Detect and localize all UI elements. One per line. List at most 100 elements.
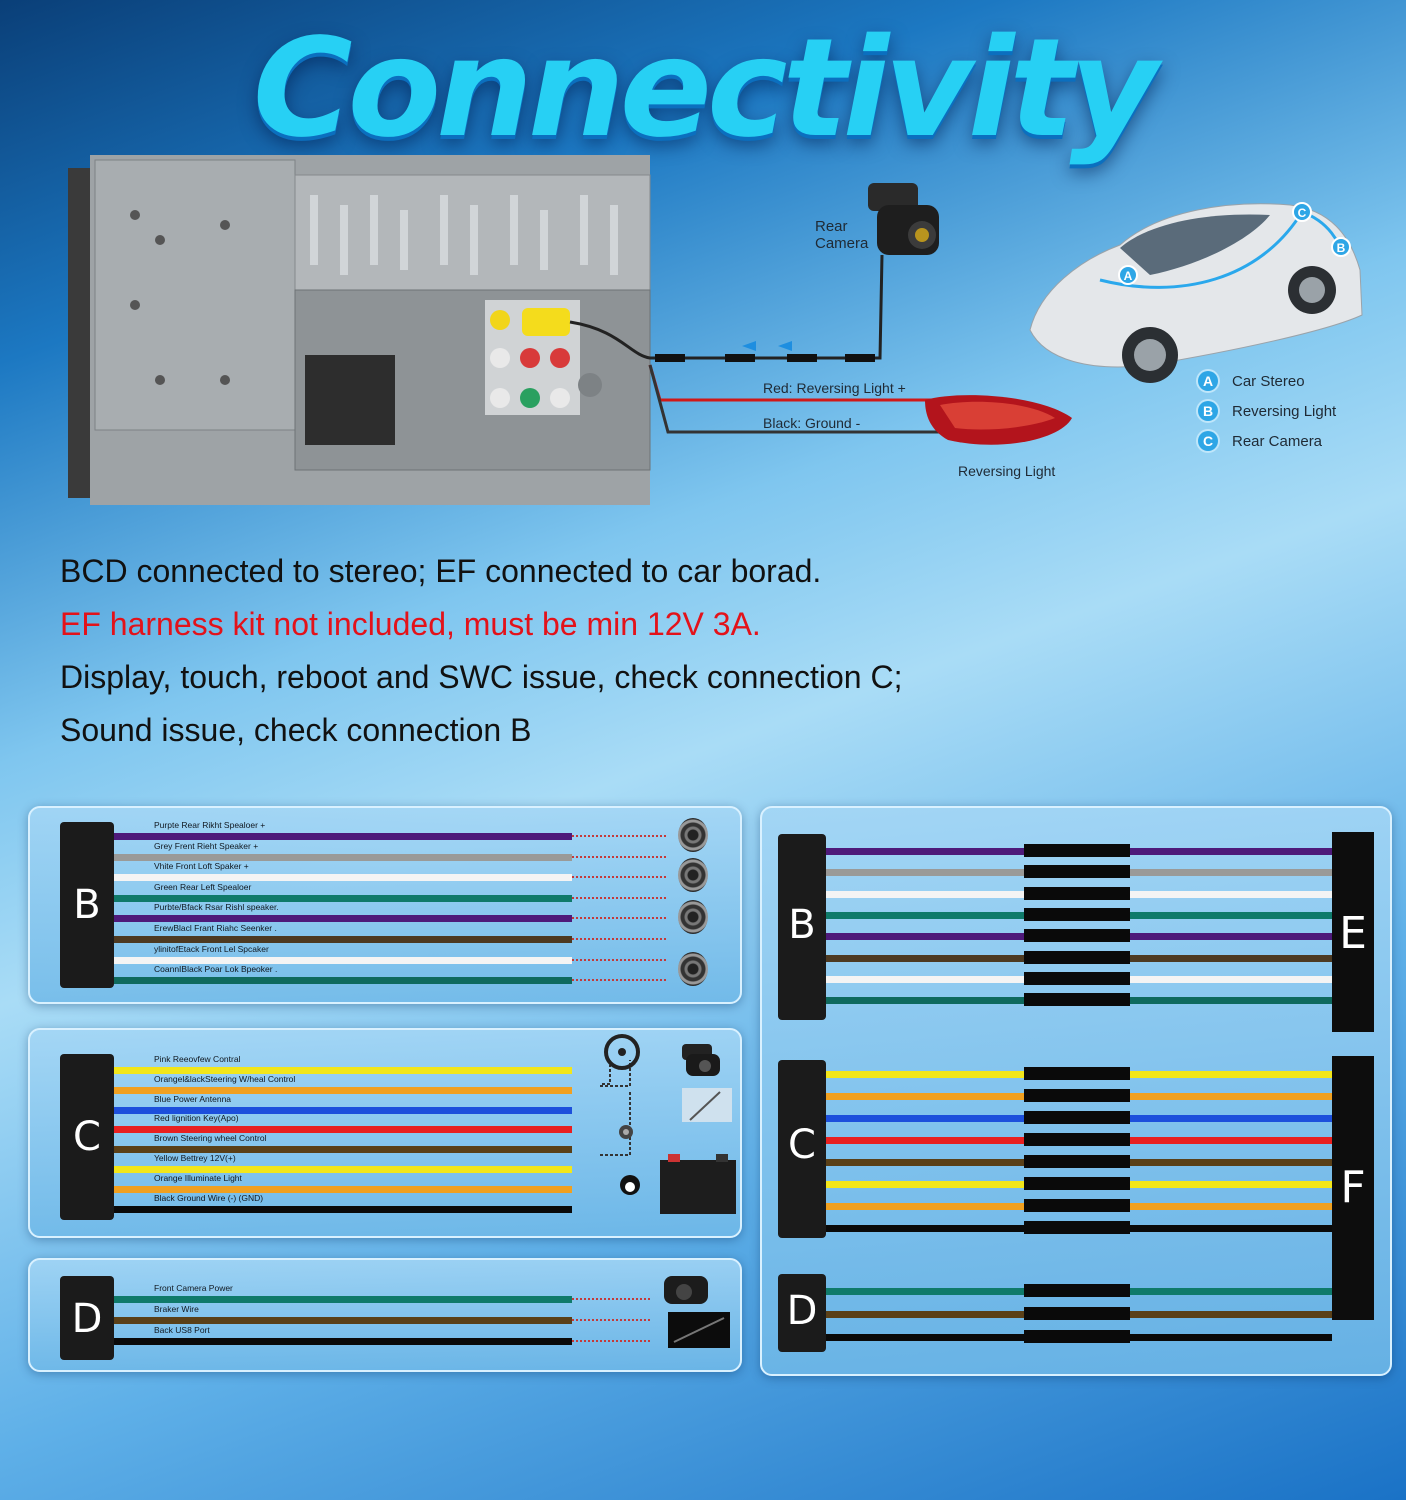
ef-harness-panel: B C D E F — [760, 806, 1392, 1376]
car-marker-a: A — [1118, 265, 1138, 285]
legend-item-reversing-light: B Reversing Light — [1198, 401, 1336, 421]
wire — [826, 997, 1024, 1005]
car-marker-c: C — [1292, 202, 1312, 222]
note-warning: EF harness kit not included, must be min… — [60, 606, 761, 642]
speaker-icon — [678, 818, 708, 852]
connection-notes: BCD connected to stereo; EF connected to… — [60, 545, 902, 757]
splice-block — [1024, 1177, 1130, 1190]
antenna-icon — [682, 1088, 732, 1122]
wire-lead — [572, 896, 666, 899]
wire-lead — [572, 876, 666, 879]
wire-lead — [572, 979, 666, 982]
wire — [1130, 1288, 1332, 1295]
car-connector-f: F — [1332, 1056, 1374, 1320]
wire — [1130, 848, 1332, 855]
wire-lead — [572, 1319, 650, 1321]
splice-block — [1024, 1067, 1130, 1080]
wire — [1130, 933, 1332, 941]
car-stereo-unit — [68, 155, 651, 505]
wire — [1130, 1115, 1332, 1122]
splice-block — [1024, 865, 1130, 879]
speaker-icon — [678, 952, 708, 986]
wire — [114, 915, 572, 923]
rear-camera-label: Rear Camera — [815, 218, 869, 252]
wire — [826, 1181, 1024, 1188]
black-wire-label: Black: Ground - — [763, 415, 861, 431]
wire — [1130, 1071, 1332, 1078]
wire — [114, 1317, 572, 1324]
legend-text: Car Stereo — [1232, 372, 1305, 390]
legend-text: Rear Camera — [1232, 432, 1323, 450]
wire — [1130, 1334, 1332, 1341]
wire-label: ErewBlacl Frant Riahc Seenker . — [154, 923, 277, 933]
wire-label: Yellow Bettrey 12V(+) — [154, 1153, 236, 1163]
splice-block — [1024, 1133, 1130, 1146]
wire — [114, 1296, 572, 1303]
legend-item-rear-camera: C Rear Camera — [1198, 431, 1322, 451]
wire-label: Front Camera Power — [154, 1283, 233, 1293]
wire — [1130, 890, 1332, 898]
wire — [826, 954, 1024, 962]
legend-badge: C — [1198, 431, 1218, 451]
wire — [1130, 1159, 1332, 1166]
wire — [826, 1311, 1024, 1318]
usb-port-icon — [668, 1312, 730, 1348]
wire — [826, 848, 1024, 855]
wire-label: Back US8 Port — [154, 1325, 210, 1335]
wire-label: Purpte Rear Rikht Spealoer + — [154, 820, 266, 830]
wire-label: Brown Steering wheel Control — [154, 1133, 267, 1144]
wire-label: CoannIBlack Poar Lok Bpeoker . — [154, 964, 278, 975]
wire — [1130, 997, 1332, 1005]
wire — [1130, 1137, 1332, 1144]
wire — [826, 1115, 1024, 1122]
wire — [114, 977, 572, 985]
wire — [826, 933, 1024, 941]
wire — [114, 1106, 572, 1114]
wire — [826, 1071, 1024, 1078]
wire — [114, 936, 572, 943]
wire — [826, 890, 1024, 898]
wire — [114, 1338, 572, 1345]
car-illustration — [1029, 203, 1363, 383]
wire-label: Vhite Front Loft Spaker + — [154, 861, 249, 872]
wire-lead — [572, 917, 666, 920]
ignition-key-icon — [619, 1125, 633, 1139]
wire — [114, 1146, 572, 1154]
wire — [1130, 1203, 1332, 1210]
splice-block — [1024, 1199, 1130, 1212]
wiring-overview: A B C — [68, 155, 1363, 505]
wire — [1130, 869, 1332, 877]
wire — [114, 1126, 572, 1134]
note-line: BCD connected to stereo; EF connected to… — [60, 553, 822, 589]
wire — [114, 874, 572, 882]
legend-badge: B — [1198, 401, 1218, 421]
wire — [114, 894, 572, 902]
harness-b-panel: B Purpte Rear Rikht Spealoer +Grey Frent… — [28, 806, 742, 1004]
wire-label: ylinitofEtack Front Lel Spcaker — [154, 943, 269, 954]
wire-label: Black Ground Wire (-) (GND) — [154, 1192, 264, 1203]
wire — [114, 1086, 572, 1094]
wire — [1130, 954, 1332, 962]
connector-d-mirror: D — [778, 1274, 826, 1352]
page-title: Connectivity — [252, 10, 1158, 168]
legend-text: Reversing Light — [1232, 402, 1337, 420]
camera-icon — [682, 1044, 720, 1076]
splice-block — [1024, 1111, 1130, 1124]
wire — [1130, 1181, 1332, 1188]
harness-d-accessories — [664, 1276, 730, 1348]
splice-block — [1024, 886, 1130, 900]
harness-c-accessories — [600, 1034, 736, 1214]
wire-lead — [572, 1298, 650, 1300]
connector-b-mirror: B — [778, 834, 826, 1020]
wire-label: Purbte/Bfack Rsar Rishl speaker. — [154, 902, 279, 913]
connector-b: B — [60, 822, 114, 988]
wire — [826, 911, 1024, 919]
splice-block — [1024, 929, 1130, 943]
wire-lead — [572, 855, 666, 858]
svg-text:A: A — [1124, 269, 1133, 283]
wire-lead — [572, 1340, 650, 1342]
splice-block — [1024, 1089, 1130, 1102]
wire — [826, 1225, 1024, 1232]
wire — [114, 833, 572, 840]
